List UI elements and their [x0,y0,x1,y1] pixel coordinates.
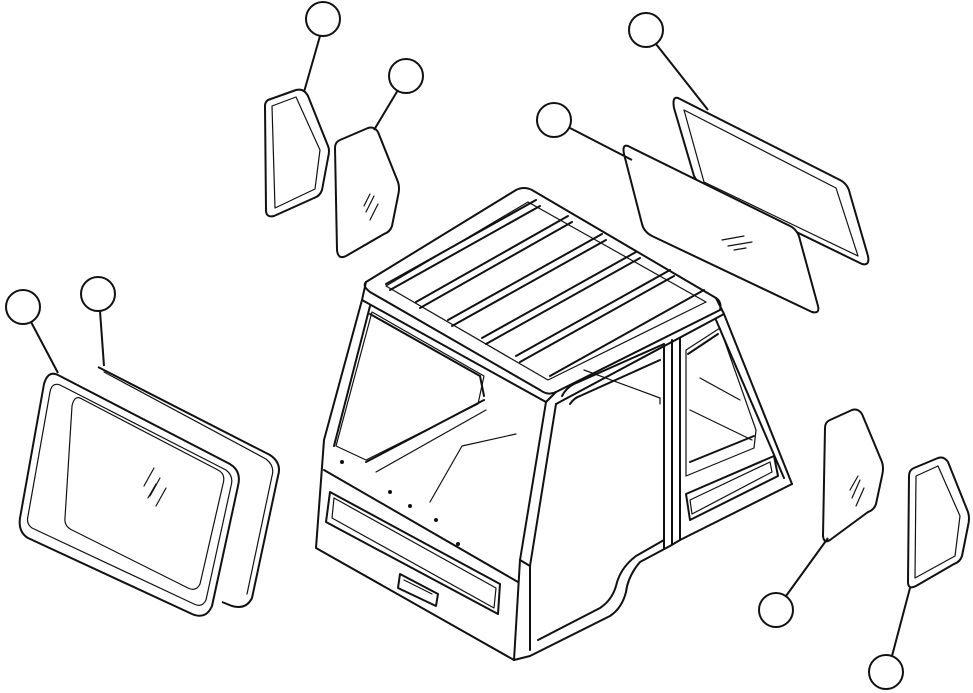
callout-4-group [373,58,424,131]
callout-3[interactable] [305,1,341,37]
rear-quarter-glass-right [822,408,884,543]
callout-6[interactable] [536,102,572,138]
rear-quarter-window-gasket-right [907,456,970,589]
callout-7[interactable] [758,592,794,628]
callout-5[interactable] [628,12,664,48]
cab-body [315,187,793,661]
callout-2-group [80,276,116,367]
rear-quarter-window-gasket-left [264,88,330,218]
windshield-glass [622,144,820,314]
callout-1[interactable] [5,289,41,325]
callout-8-group [868,587,911,690]
callout-6-group [536,102,633,161]
callout-8[interactable] [868,654,904,690]
left-side-window-glass [18,372,240,617]
windshield-gasket [672,96,870,266]
rear-quarter-glass-left [334,126,400,259]
callout-2[interactable] [80,276,116,312]
callout-4[interactable] [388,58,424,94]
callout-5-group [628,12,709,111]
callout-3-group [303,1,341,93]
callout-1-group [5,289,59,374]
callout-7-group [758,537,829,628]
